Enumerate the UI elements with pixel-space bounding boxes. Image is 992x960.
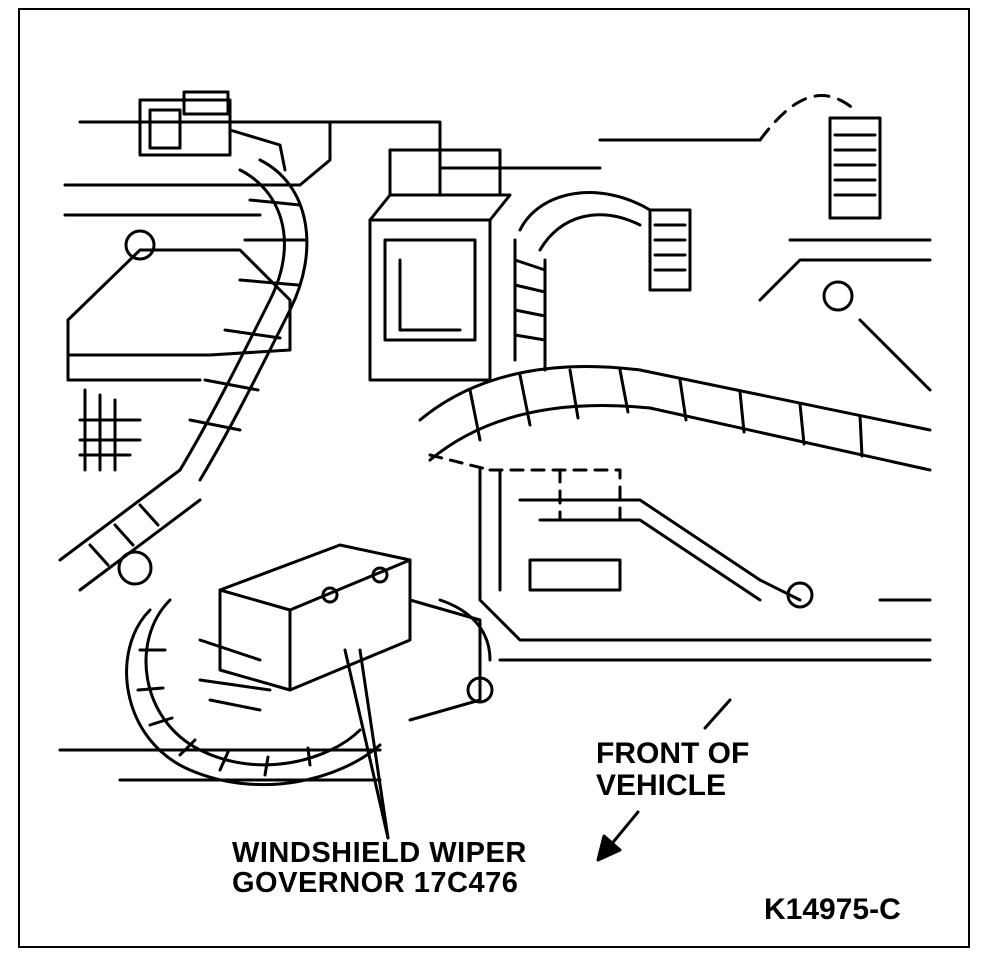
direction-line-2: VEHICLE — [596, 768, 727, 802]
control-module — [66, 229, 292, 472]
right-connectors — [648, 94, 882, 312]
wiring-harness — [58, 158, 652, 592]
hidden-lines — [428, 453, 622, 522]
wiper-governor-assembly — [125, 543, 494, 787]
front-of-vehicle-label: FRONT OF VEHICLE — [596, 738, 749, 801]
cowl-panel — [63, 120, 932, 392]
callout-line-2: GOVERNOR 17C476 — [232, 867, 519, 900]
direction-line-1: FRONT OF — [596, 737, 750, 770]
leader-line — [343, 648, 390, 840]
diagram-frame — [18, 8, 970, 948]
direction-arrow-icon — [596, 698, 732, 862]
floor-lines — [58, 748, 382, 782]
main-conduit — [418, 365, 932, 662]
figure-id: K14975-C — [764, 893, 901, 926]
governor-callout-label: WINDSHIELD WIPER GOVERNOR 17C476 — [232, 838, 527, 899]
top-connector — [138, 90, 287, 172]
callout-line-1: WINDSHIELD WIPER — [232, 837, 527, 869]
connector-housing — [368, 128, 512, 382]
